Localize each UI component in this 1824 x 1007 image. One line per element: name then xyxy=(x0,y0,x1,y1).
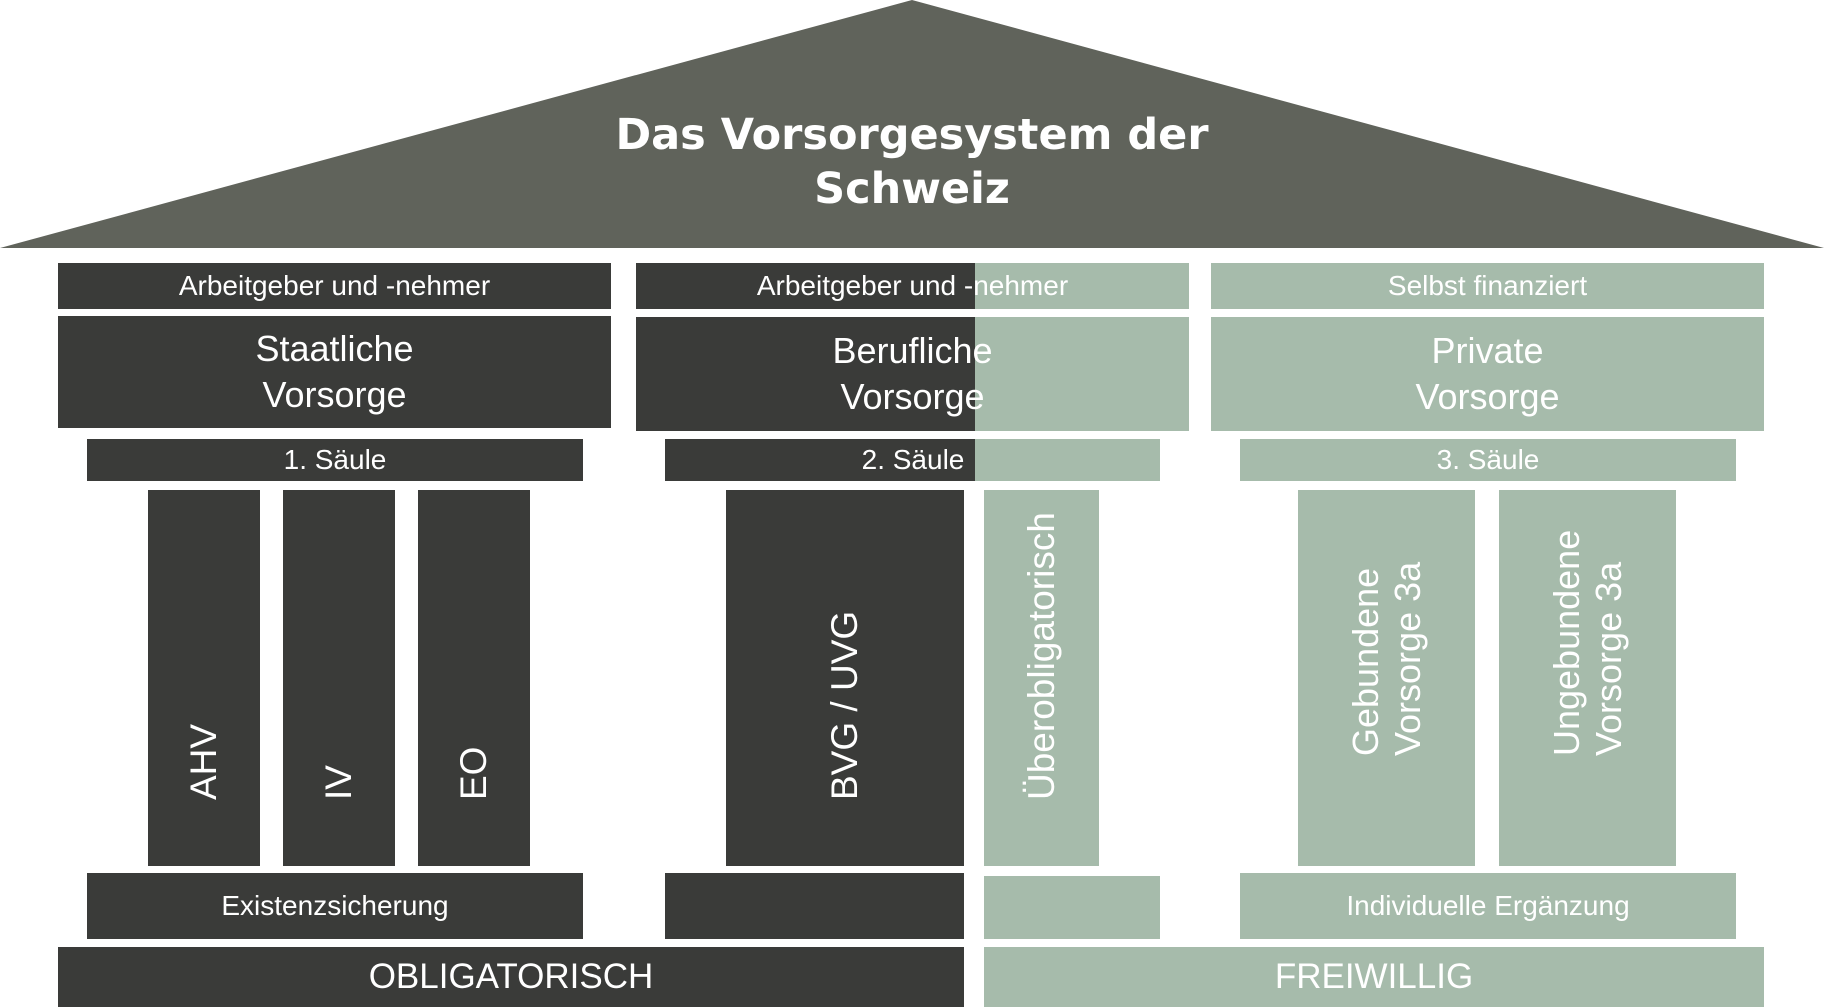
title-line-1: Das Vorsorgesystem der xyxy=(615,110,1209,160)
column-bvg-uvg-label: BVG / UVG xyxy=(824,610,865,800)
column-gebundene-line1: Gebundene xyxy=(1344,567,1386,756)
column-ueberobligatorisch-label: Überobligatorisch xyxy=(1020,512,1062,800)
pillar2-name-line2: Vorsorge xyxy=(840,376,985,417)
pillar1-base: Existenzsicherung xyxy=(87,873,583,939)
foundation-freiwillig: FREIWILLIG xyxy=(984,947,1764,1007)
column-ungebundene-line2: Vorsorge 3a xyxy=(1587,561,1629,756)
pillar2-saeule-dark xyxy=(665,439,975,481)
column-ahv: AHV xyxy=(148,490,260,866)
pillar1-name: Staatliche Vorsorge xyxy=(58,316,611,428)
pillar3-name-line2: Vorsorge xyxy=(1415,376,1560,417)
pillar1-name-line1: Staatliche xyxy=(255,328,414,369)
pillar1-saeule: 1. Säule xyxy=(87,439,583,481)
pillar2-name-light xyxy=(975,317,1189,431)
pillar3-name: Private Vorsorge xyxy=(1211,317,1764,431)
roof xyxy=(0,0,1824,248)
diagram-title: Das Vorsorgesystem der Schweiz xyxy=(520,108,1304,216)
pillar2-base-dark xyxy=(665,873,964,939)
pillar2-saeule-light xyxy=(975,439,1160,481)
column-eo: EO xyxy=(418,490,530,866)
column-bvg-uvg: BVG / UVG xyxy=(726,490,964,866)
pillar2-funding-dark xyxy=(636,263,975,309)
pillar2-name-line1: Berufliche xyxy=(832,330,993,371)
foundation-obligatorisch: OBLIGATORISCH xyxy=(58,947,964,1007)
pillar1-funding: Arbeitgeber und -nehmer xyxy=(58,263,611,309)
column-ueberobligatorisch: Überobligatorisch xyxy=(984,490,1099,866)
column-ungebundene-vorsorge: Ungebundene Vorsorge 3a xyxy=(1499,490,1676,866)
pillar3-base: Individuelle Ergänzung xyxy=(1240,873,1736,939)
title-line-2: Schweiz xyxy=(814,164,1010,214)
column-ungebundene-vorsorge-label: Ungebundene Vorsorge 3a xyxy=(1546,530,1630,756)
pillar3-name-line1: Private xyxy=(1431,330,1544,371)
pillar3-funding: Selbst finanziert xyxy=(1211,263,1764,309)
column-gebundene-vorsorge-label: Gebundene Vorsorge 3a xyxy=(1345,562,1429,756)
pillar2-saeule: 2. Säule xyxy=(861,444,965,475)
pillar2-name: Berufliche Vorsorge xyxy=(636,317,1189,431)
pillar2-funding: Arbeitgeber und -nehmer xyxy=(756,270,1069,301)
pillar3-saeule: 3. Säule xyxy=(1240,439,1736,481)
column-ungebundene-line1: Ungebundene xyxy=(1545,529,1587,756)
column-gebundene-vorsorge: Gebundene Vorsorge 3a xyxy=(1298,490,1475,866)
column-eo-label: EO xyxy=(453,746,494,800)
pillar2-funding-light xyxy=(975,263,1189,309)
pillar1-name-line2: Vorsorge xyxy=(262,374,407,415)
pillar2-base-light xyxy=(984,876,1160,939)
column-iv-label: IV xyxy=(318,765,359,800)
pillar2-name-dark xyxy=(636,317,975,431)
column-iv: IV xyxy=(283,490,395,866)
column-gebundene-line2: Vorsorge 3a xyxy=(1386,561,1428,756)
column-ahv-label: AHV xyxy=(183,723,224,800)
